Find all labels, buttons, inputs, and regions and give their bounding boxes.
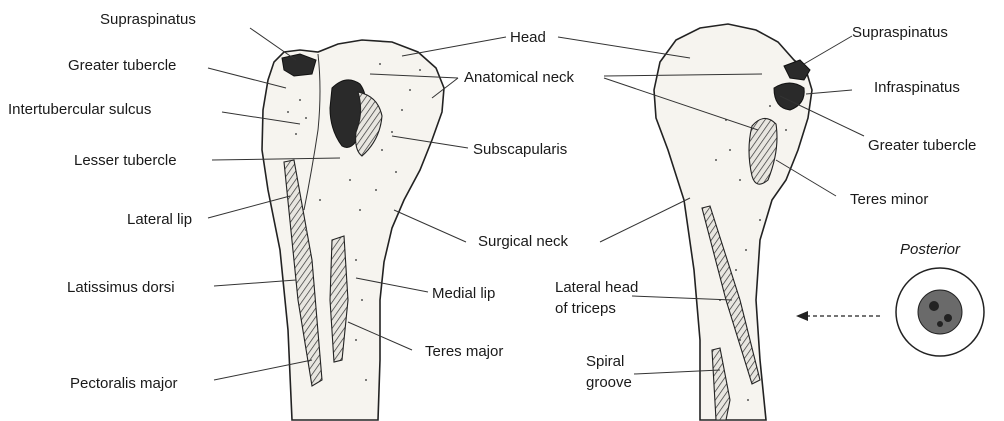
label-posterior-spiral-line1: Spiral bbox=[586, 353, 624, 370]
inset-arrowhead bbox=[796, 311, 808, 321]
label-anterior-head: Head bbox=[510, 29, 546, 46]
label-anterior-lateral-lip: Lateral lip bbox=[127, 211, 192, 228]
label-anterior-latissimus-dorsi: Latissimus dorsi bbox=[67, 279, 175, 296]
label-inset-posterior: Posterior bbox=[900, 241, 961, 258]
label-posterior-supraspinatus: Supraspinatus bbox=[852, 24, 948, 41]
label-anterior-intertubercular-sulcus: Intertubercular sulcus bbox=[8, 101, 151, 118]
label-posterior-lateral-head-line1: Lateral head bbox=[555, 279, 638, 296]
label-anterior-anatomical-neck: Anatomical neck bbox=[464, 69, 575, 86]
label-anterior-teres-major: Teres major bbox=[425, 343, 503, 360]
label-anterior-supraspinatus: Supraspinatus bbox=[100, 11, 196, 28]
label-posterior-greater-tubercle: Greater tubercle bbox=[868, 137, 976, 154]
cross-section-spot-1 bbox=[929, 301, 939, 311]
label-posterior-teres-minor: Teres minor bbox=[850, 191, 928, 208]
label-posterior-infraspinatus: Infraspinatus bbox=[874, 79, 960, 96]
cross-section-spot-2 bbox=[944, 314, 952, 322]
anterior-humerus bbox=[262, 40, 444, 420]
label-posterior-lateral-head-line2: of triceps bbox=[555, 300, 616, 317]
label-anterior-greater-tubercle: Greater tubercle bbox=[68, 57, 176, 74]
posterior-humerus bbox=[654, 24, 812, 420]
label-anterior-surgical-neck: Surgical neck bbox=[478, 233, 569, 250]
label-anterior-medial-lip: Medial lip bbox=[432, 285, 495, 302]
label-anterior-lesser-tubercle: Lesser tubercle bbox=[74, 152, 177, 169]
cross-section-inset bbox=[796, 268, 984, 356]
cross-section-marrow bbox=[918, 290, 962, 334]
label-posterior-spiral-line2: groove bbox=[586, 374, 632, 391]
label-anterior-pectoralis-major: Pectoralis major bbox=[70, 375, 178, 392]
label-anterior-subscapularis: Subscapularis bbox=[473, 141, 567, 158]
cross-section-spot-3 bbox=[937, 321, 943, 327]
